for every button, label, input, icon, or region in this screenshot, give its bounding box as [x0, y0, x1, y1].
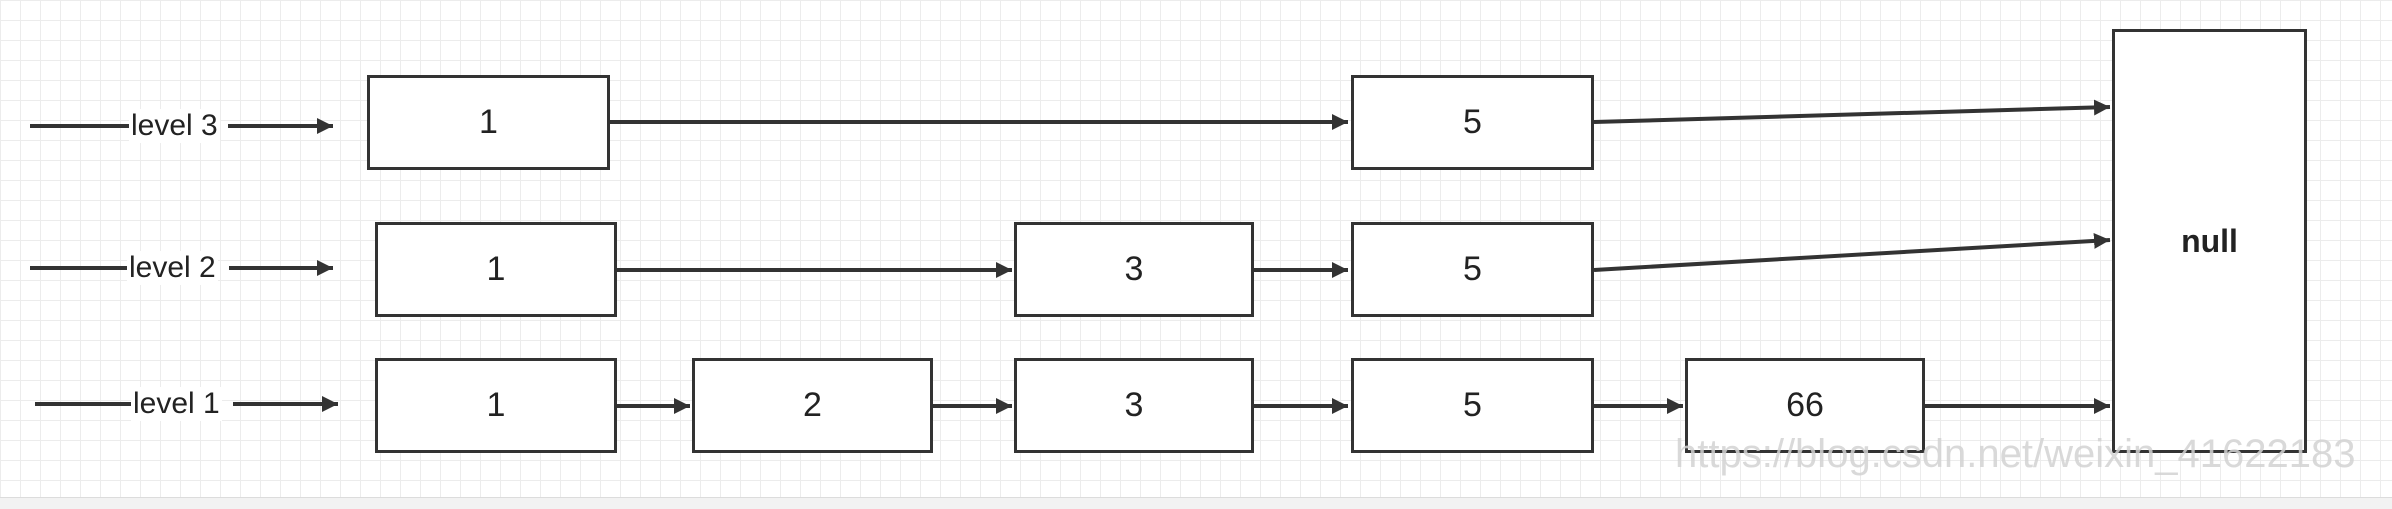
node-level-2-1: 1	[375, 222, 617, 317]
node-level-1-5: 5	[1351, 358, 1594, 453]
link-l2-5-to-null	[1593, 232, 2111, 272]
node-level-1-2: 2	[692, 358, 933, 453]
node-level-3-5: 5	[1351, 75, 1594, 170]
level-3-label: level 3	[129, 109, 220, 143]
node-level-2-3: 3	[1014, 222, 1254, 317]
node-level-1-66: 66	[1685, 358, 1925, 453]
node-level-1-3: 3	[1014, 358, 1254, 453]
level-2-label: level 2	[127, 251, 218, 285]
watermark-text: https://blog.csdn.net/weixin_41622183	[1675, 432, 2356, 476]
node-level-1-1: 1	[375, 358, 617, 453]
node-level-2-5: 5	[1351, 222, 1594, 317]
bottom-strip	[0, 497, 2392, 509]
node-level-3-1: 1	[367, 75, 610, 170]
level-1-label: level 1	[131, 387, 222, 421]
link-l3-5-to-null	[1593, 99, 2111, 124]
null-terminal-node: null	[2112, 29, 2307, 453]
